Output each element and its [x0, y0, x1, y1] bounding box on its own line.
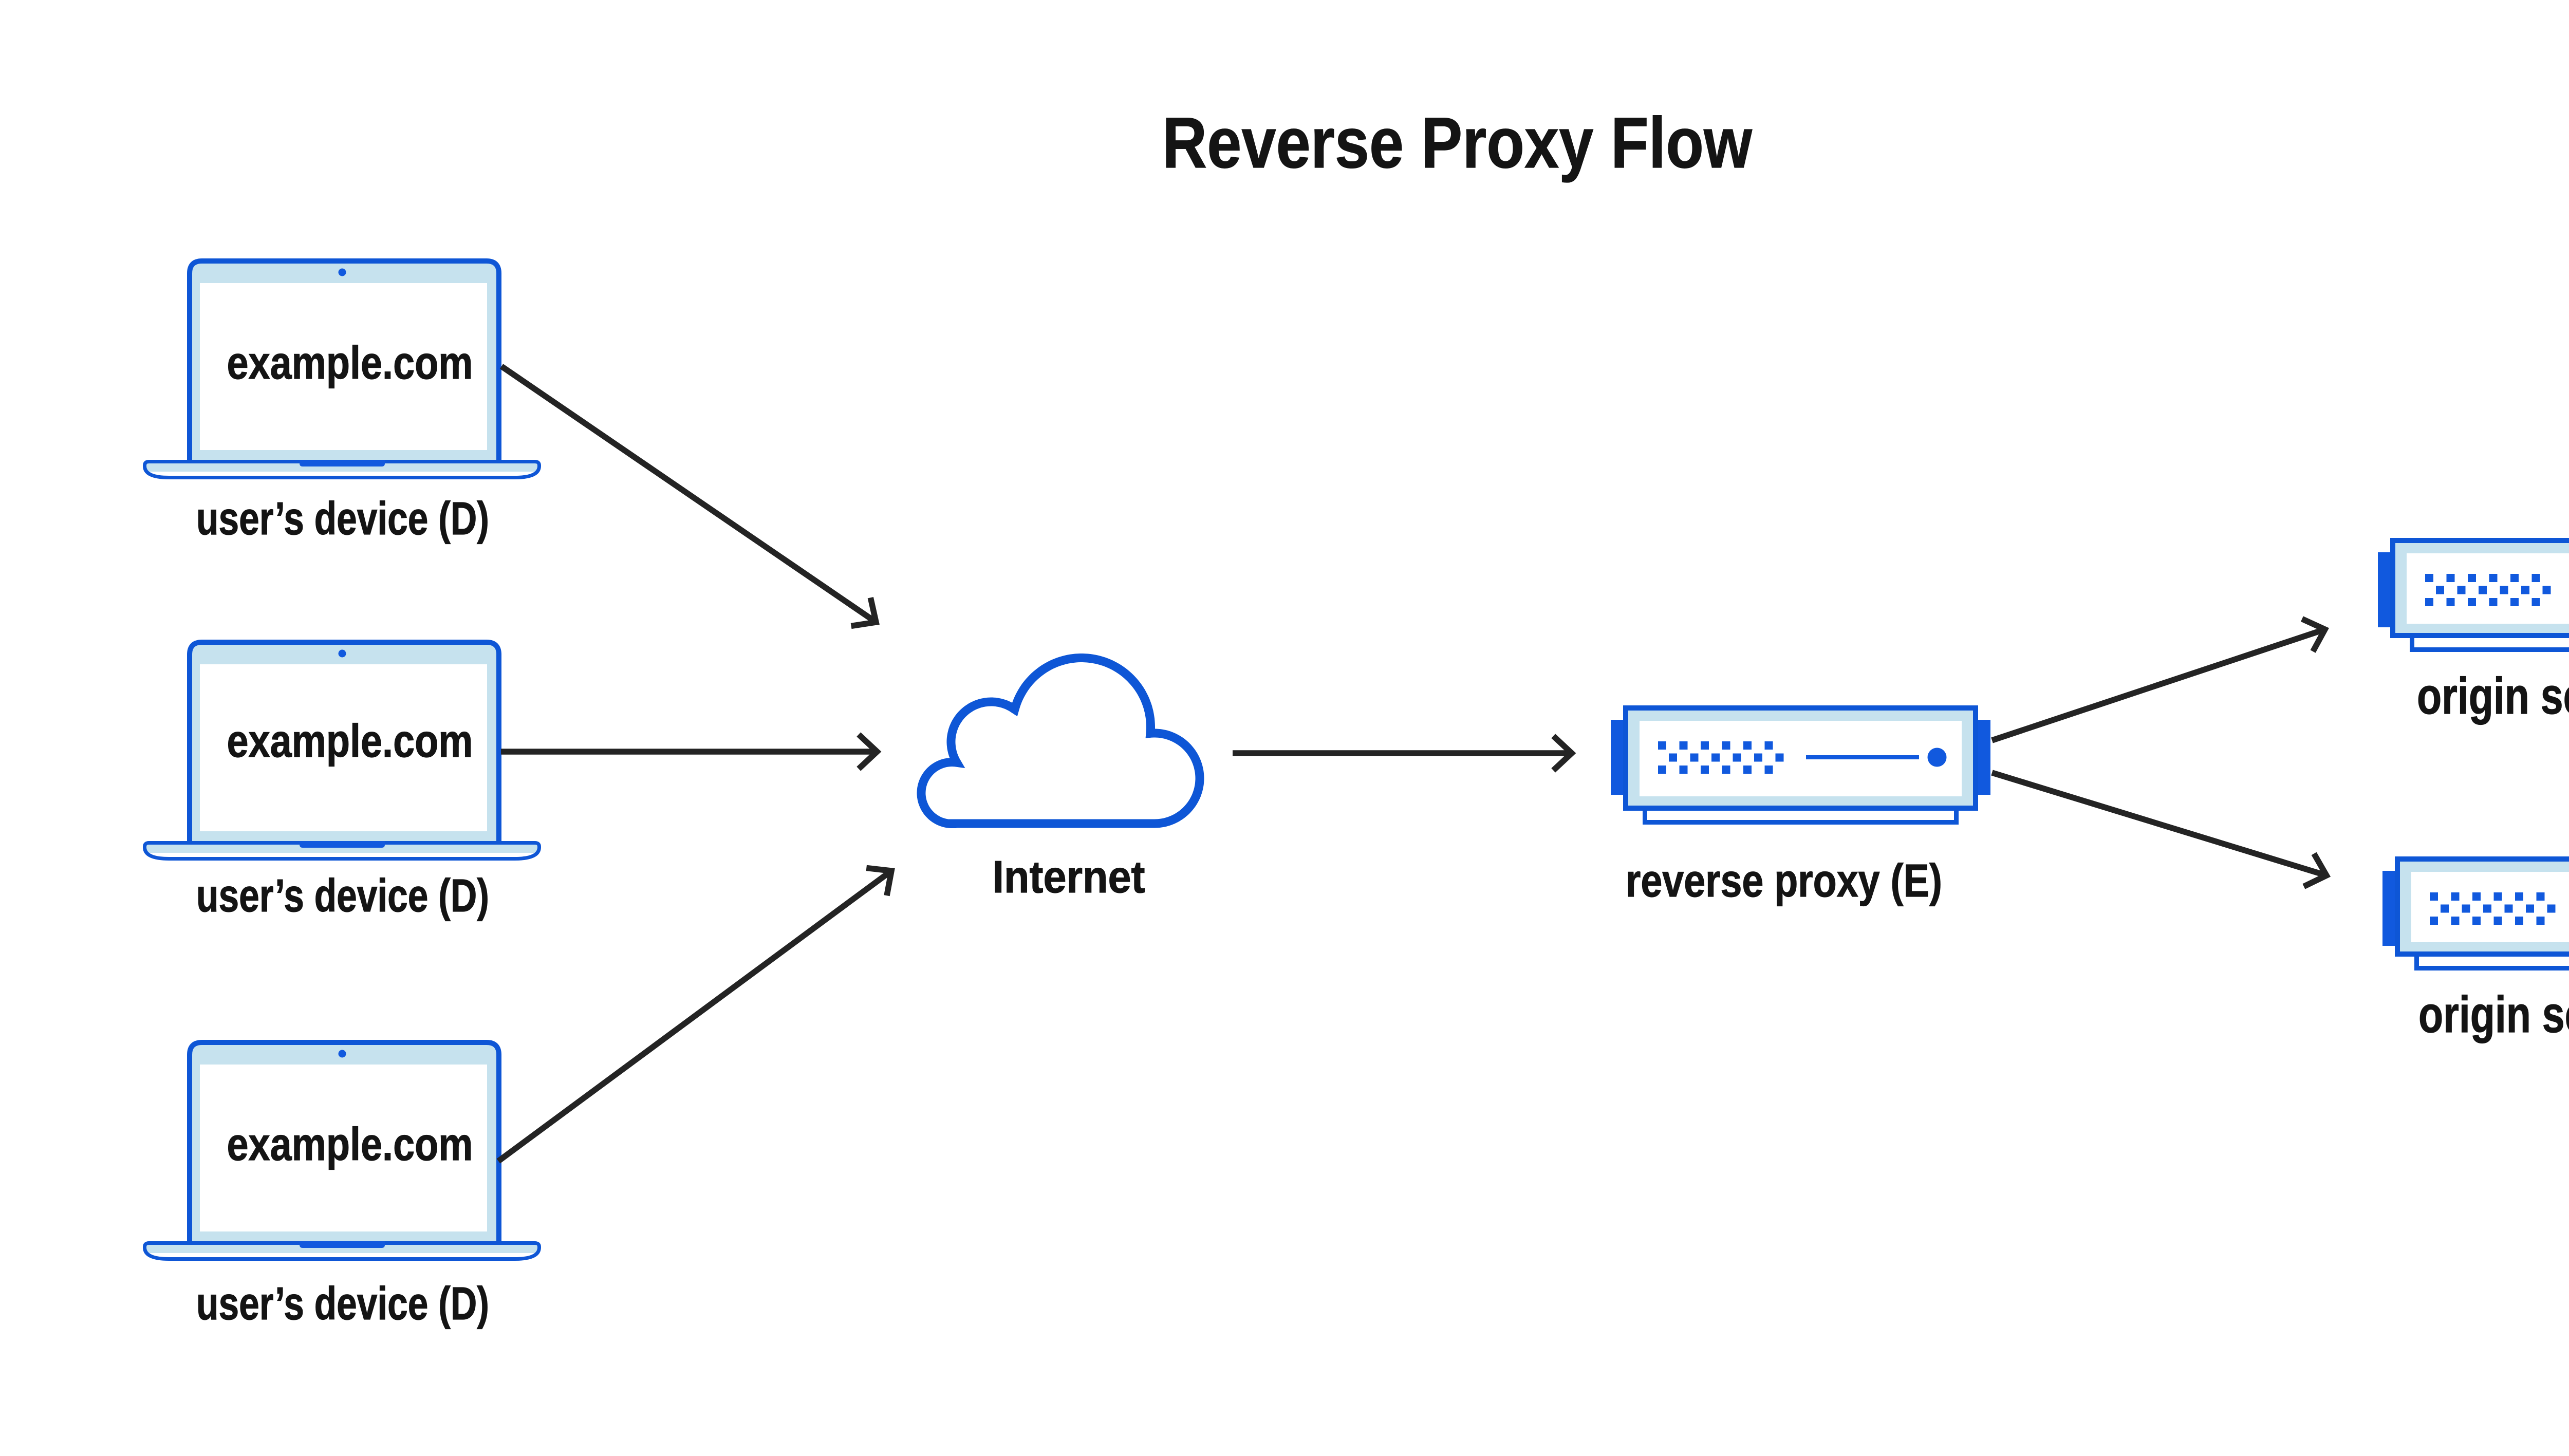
svg-text:user’s device (D): user’s device (D) — [196, 493, 489, 545]
svg-text:user’s device (D): user’s device (D) — [196, 1278, 489, 1330]
svg-text:Reverse Proxy Flow: Reverse Proxy Flow — [1162, 102, 1753, 183]
svg-text:example.com: example.com — [227, 338, 473, 389]
svg-text:origin server (F): origin server (F) — [2417, 667, 2569, 725]
svg-text:user’s device (D): user’s device (D) — [196, 870, 489, 922]
svg-text:Internet: Internet — [993, 851, 1145, 902]
svg-text:origin server (F): origin server (F) — [2418, 986, 2569, 1043]
svg-text:example.com: example.com — [227, 716, 473, 767]
svg-text:example.com: example.com — [227, 1119, 473, 1170]
svg-text:reverse proxy (E): reverse proxy (E) — [1626, 855, 1942, 907]
